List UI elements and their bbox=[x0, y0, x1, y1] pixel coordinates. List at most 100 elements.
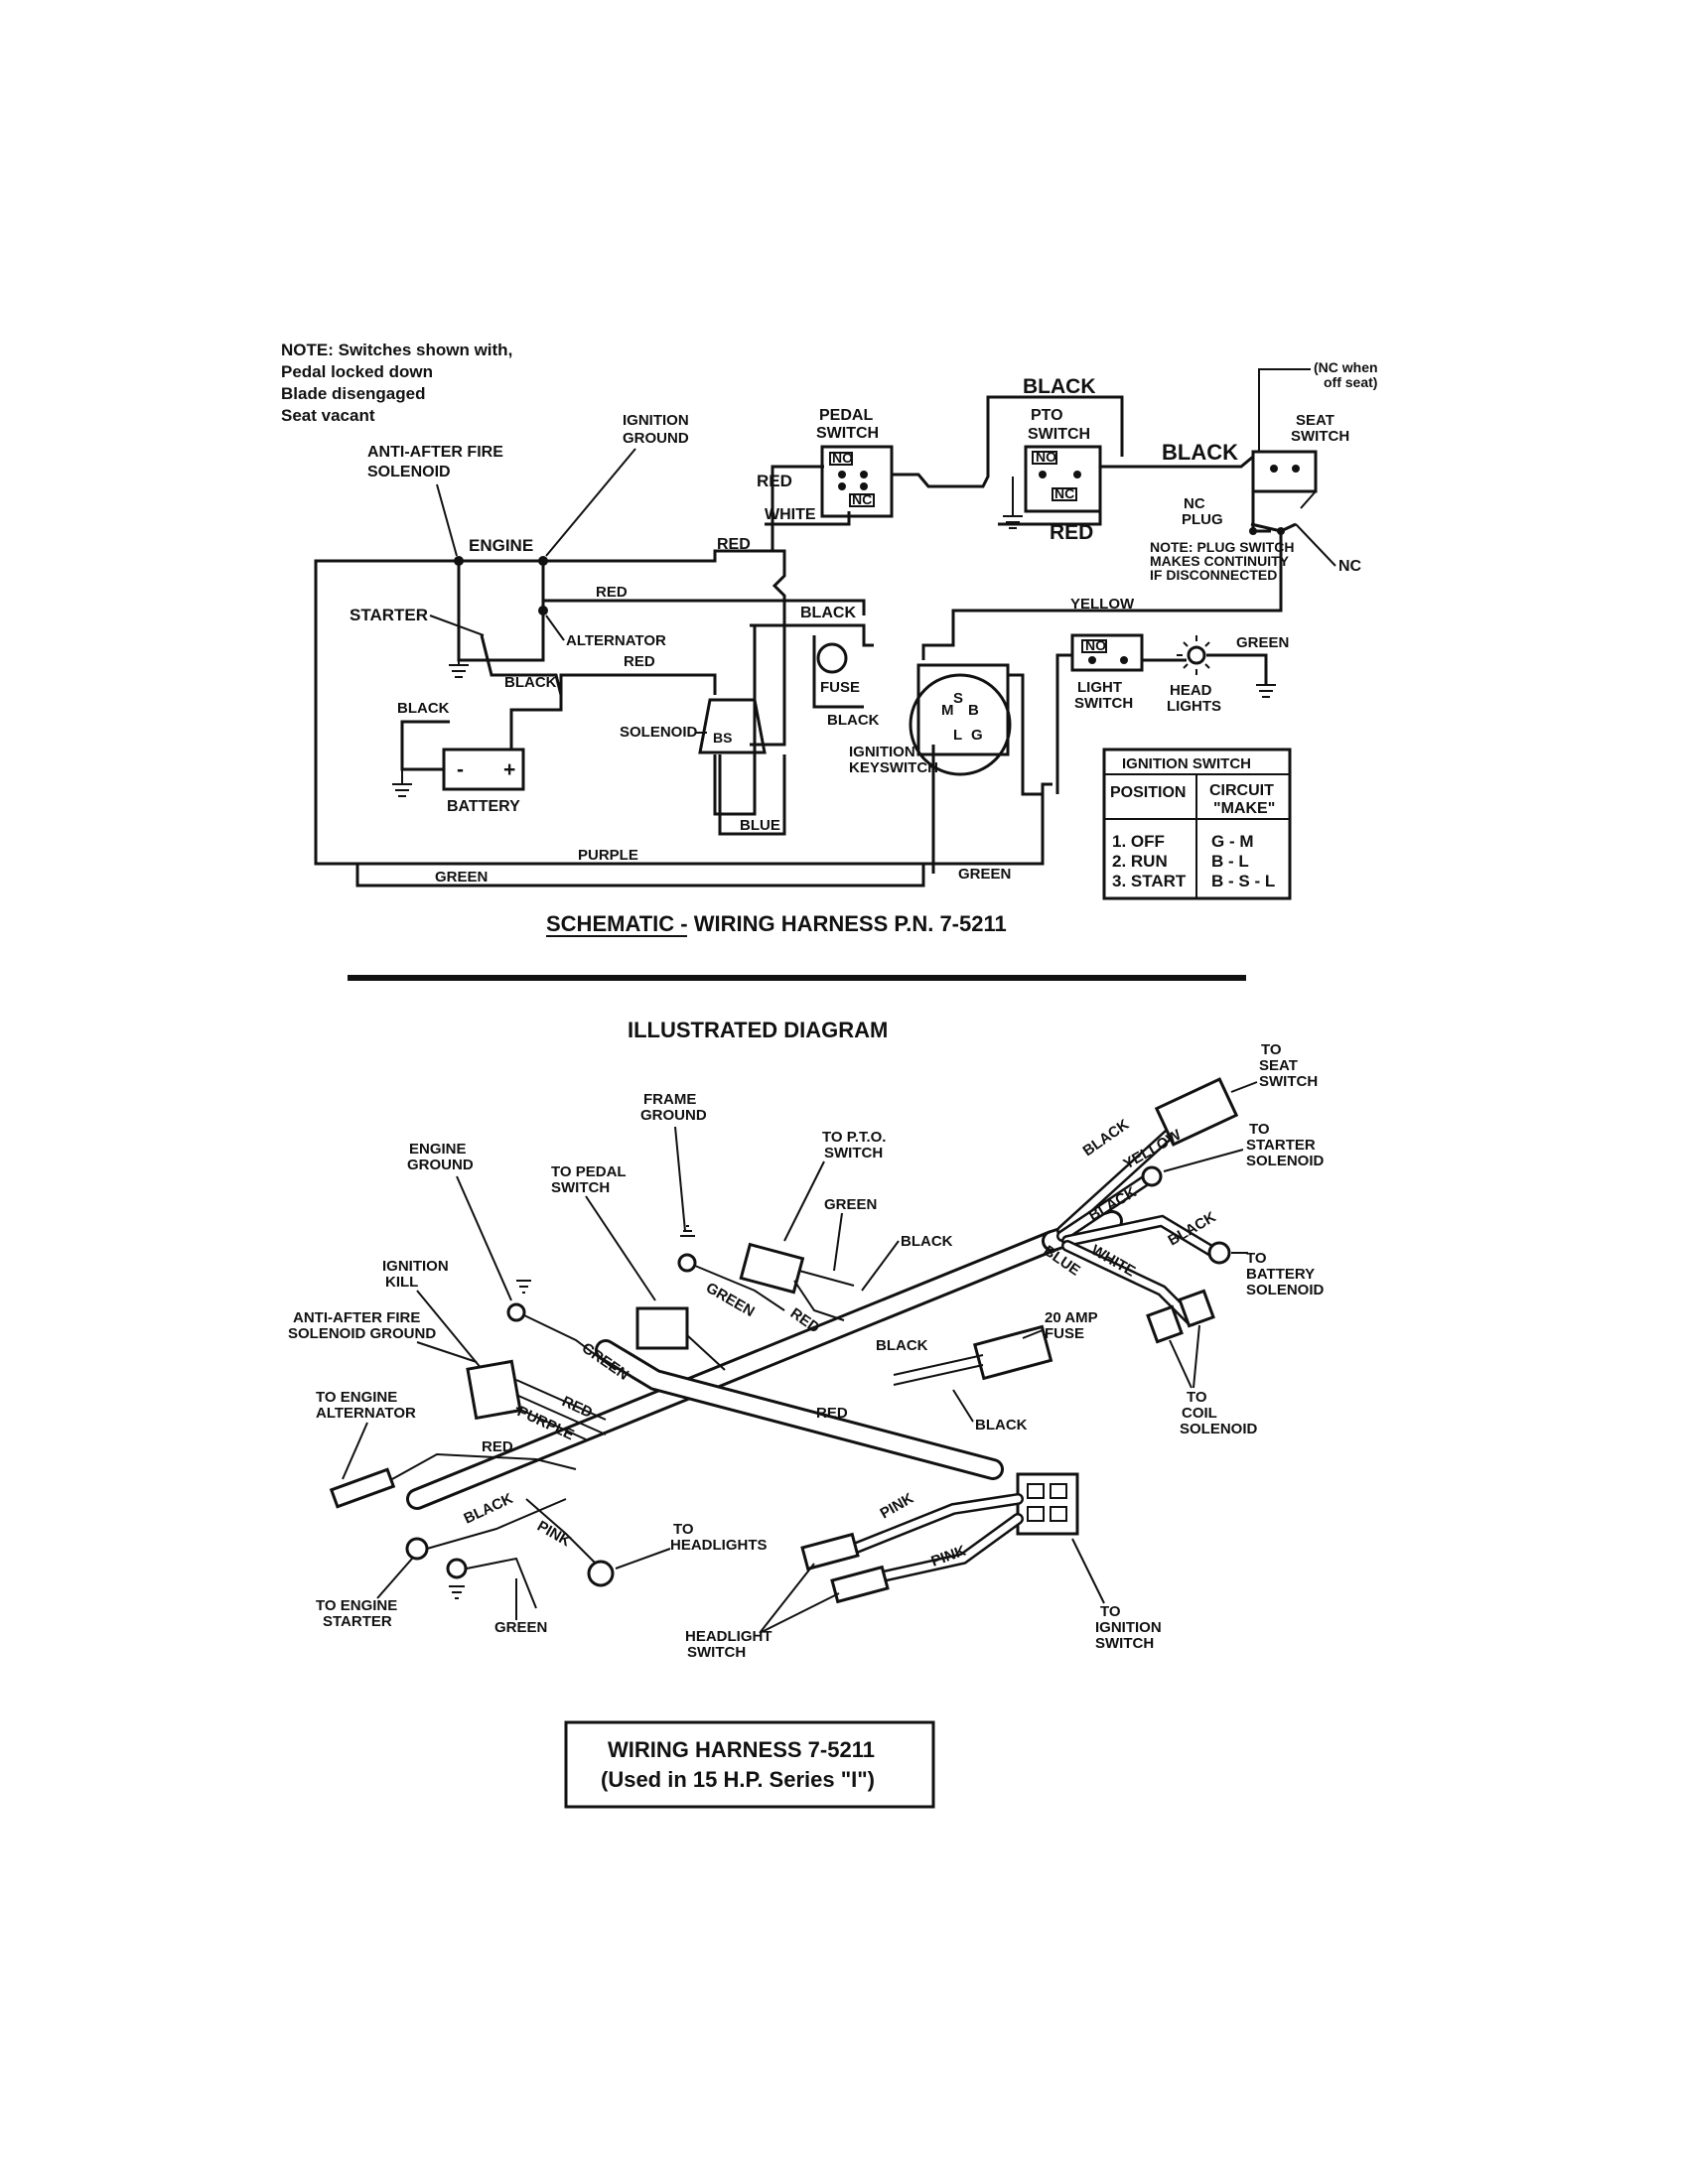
wire-label-green: GREEN bbox=[703, 1280, 758, 1320]
leader-line bbox=[342, 1422, 368, 1480]
starter-solenoid-ring bbox=[1141, 1165, 1163, 1187]
switch-contact bbox=[1088, 656, 1096, 664]
to-headlights-label: HEADLIGHTS bbox=[670, 1537, 768, 1554]
to-seat-switch-label: SWITCH bbox=[1259, 1073, 1318, 1090]
leader-line bbox=[615, 1548, 671, 1570]
nc-label: NC bbox=[1338, 558, 1362, 575]
head-lights-label: HEAD bbox=[1170, 682, 1212, 699]
ignition-ground-label: IGNITION bbox=[623, 412, 689, 429]
table-position: 1. OFF bbox=[1112, 832, 1165, 851]
keyswitch-terminal-s: S bbox=[953, 690, 963, 707]
to-headlights-label: TO bbox=[673, 1521, 694, 1538]
fuse-holder bbox=[972, 1324, 1053, 1381]
table-grid bbox=[1104, 773, 1290, 898]
anti-after-fire-label: ANTI-AFTER FIRE bbox=[367, 444, 503, 461]
ignition-kill-label: IGNITION bbox=[382, 1258, 449, 1275]
leader-line bbox=[456, 1175, 512, 1301]
table-col-position: POSITION bbox=[1110, 784, 1186, 801]
to-pto-switch-label: SWITCH bbox=[824, 1145, 883, 1161]
headlights-plug bbox=[587, 1560, 615, 1587]
switch-contact bbox=[860, 471, 868, 478]
frame-ground-icon bbox=[680, 1225, 695, 1237]
wire-label-purple: PURPLE bbox=[578, 847, 638, 864]
leader-line bbox=[545, 448, 636, 557]
headlight-switch-label: HEADLIGHT bbox=[685, 1628, 772, 1645]
leader-line bbox=[545, 614, 565, 641]
schematic: NOTE: Switches shown with, Pedal locked … bbox=[281, 341, 1378, 981]
ignition-ground-wire bbox=[543, 549, 772, 563]
ignition-kill-connector bbox=[466, 1359, 522, 1421]
table-position: 2. RUN bbox=[1112, 852, 1168, 871]
branch-starter bbox=[1058, 1172, 1156, 1240]
ground-icon bbox=[449, 664, 469, 678]
light-no-tag bbox=[1081, 639, 1107, 653]
pto-wire bbox=[793, 1280, 845, 1321]
leader-line bbox=[1163, 1149, 1244, 1172]
pedal-nc-label: NC bbox=[852, 491, 872, 507]
red-wire bbox=[391, 1452, 577, 1480]
fuse-wire bbox=[812, 635, 864, 709]
light-switch-label: SWITCH bbox=[1074, 695, 1133, 712]
to-engine-alternator-label: TO ENGINE bbox=[316, 1389, 397, 1406]
ground-icon bbox=[392, 769, 412, 797]
engine-box bbox=[457, 559, 545, 662]
connector-pin bbox=[1050, 1483, 1067, 1499]
branch-seat bbox=[1058, 1128, 1176, 1235]
headlight-rays bbox=[1177, 635, 1210, 675]
note-line-4: Seat vacant bbox=[281, 406, 375, 425]
to-starter-solenoid-label: TO bbox=[1249, 1121, 1270, 1138]
connector-pin bbox=[1027, 1483, 1045, 1499]
table-title: IGNITION SWITCH bbox=[1122, 755, 1251, 772]
to-coil-solenoid-label: TO bbox=[1187, 1389, 1207, 1406]
note-line-1: NOTE: Switches shown with, bbox=[281, 341, 512, 359]
leader-line bbox=[429, 614, 485, 636]
alternator-label: ALTERNATOR bbox=[566, 632, 666, 649]
switch-contact bbox=[838, 482, 846, 490]
light-switch-wire bbox=[1055, 653, 1072, 794]
note-line-3: Blade disengaged bbox=[281, 384, 425, 403]
anti-after-fire-ground-label: SOLENOID GROUND bbox=[288, 1325, 436, 1342]
leader-line bbox=[783, 1160, 825, 1242]
ground-icon bbox=[516, 1280, 531, 1294]
green-wire bbox=[694, 1265, 785, 1311]
to-starter-solenoid-label: STARTER bbox=[1246, 1137, 1316, 1154]
wire-label-black: BLACK bbox=[901, 1233, 953, 1250]
to-engine-alternator-label: ALTERNATOR bbox=[316, 1405, 416, 1422]
green-wire bbox=[466, 1557, 537, 1609]
black-wire bbox=[713, 625, 757, 816]
yellow-wire bbox=[1052, 531, 1283, 613]
pedal-switch-label: SWITCH bbox=[816, 425, 879, 442]
pto-switch-connector bbox=[739, 1242, 805, 1295]
to-coil-solenoid-label: SOLENOID bbox=[1180, 1421, 1258, 1437]
connector-pin bbox=[1027, 1506, 1045, 1522]
anti-after-fire-ground-label: ANTI-AFTER FIRE bbox=[293, 1309, 420, 1326]
pink-wire bbox=[850, 1495, 1022, 1553]
red-wire bbox=[559, 673, 717, 695]
nc-when-off-seat-label: off seat) bbox=[1324, 374, 1377, 390]
wire-label-black: BLACK bbox=[800, 605, 856, 621]
coil-connector bbox=[1178, 1289, 1215, 1328]
switch-contact bbox=[1270, 465, 1278, 473]
fuse-wires bbox=[893, 1354, 984, 1386]
pedal-to-pto-wire bbox=[892, 395, 1124, 488]
table-position: 3. START bbox=[1112, 872, 1187, 890]
frame-ground-ring bbox=[677, 1253, 697, 1273]
battery-label: BATTERY bbox=[447, 798, 520, 815]
seat-switch-label: SWITCH bbox=[1291, 428, 1349, 445]
caption-box bbox=[564, 1720, 935, 1809]
pink-wire bbox=[870, 1515, 1022, 1582]
leader-line bbox=[1295, 523, 1336, 567]
solenoid-label: SOLENOID bbox=[620, 724, 698, 741]
schematic-caption: SCHEMATIC - WIRING HARNESS P.N. 7-5211 bbox=[546, 911, 1007, 936]
headlight-icon bbox=[1187, 645, 1206, 665]
ground-ring bbox=[446, 1558, 468, 1579]
leader-line bbox=[1300, 490, 1317, 509]
starter-label: STARTER bbox=[350, 606, 428, 624]
table-col-circuit: "MAKE" bbox=[1213, 800, 1275, 817]
to-pedal-switch-label: SWITCH bbox=[551, 1179, 610, 1196]
light-switch-box bbox=[1070, 633, 1144, 672]
battery-plus: + bbox=[503, 758, 515, 781]
solenoid-terminal-bs: BS bbox=[713, 730, 732, 746]
to-ignition-switch-label: TO bbox=[1100, 1603, 1121, 1620]
pto-red-wire bbox=[998, 511, 1102, 526]
